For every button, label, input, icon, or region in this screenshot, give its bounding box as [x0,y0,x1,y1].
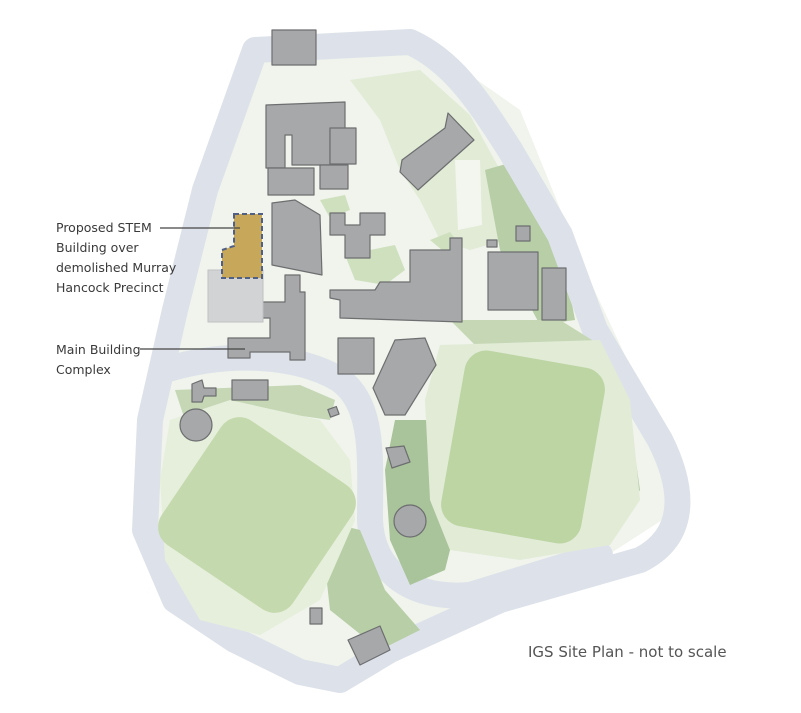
building [347,625,391,666]
stem-label-line: Proposed STEM [56,220,152,235]
building [372,337,437,416]
west-sports-field [158,417,356,613]
building [309,607,323,625]
building [231,379,269,401]
main-building-label-line: Main Building [56,342,141,357]
building [179,408,213,442]
stem-label: Proposed STEM Building over demolished M… [56,218,176,298]
building [515,225,531,242]
building [329,212,386,259]
building [271,199,323,276]
east-sports-field [441,350,605,544]
main-building-label: Main Building Complex [56,340,141,380]
stem-label-line: Building over [56,240,139,255]
proposed-stem-building [221,213,263,279]
building [271,29,317,66]
building [385,445,411,469]
green-patch [320,195,350,218]
demolished-murray-hancock-precinct [207,269,264,323]
building [393,504,427,538]
building [191,379,217,403]
buildings [179,29,567,666]
building [541,267,567,321]
inner-road [152,344,613,609]
map-caption: IGS Site Plan - not to scale [528,643,727,661]
vegetation-band [320,520,420,650]
main-building-label-line: Complex [56,362,111,377]
stem-label-line: demolished Murray [56,260,177,275]
building [327,405,340,418]
building [329,237,463,323]
building [487,251,539,311]
building [486,239,498,248]
building [267,167,315,196]
ring-road [132,29,691,693]
green-patch [455,160,482,230]
stem-label-line: Hancock Precinct [56,280,164,295]
building [399,112,475,191]
building [319,164,349,190]
building [337,337,375,375]
building [329,127,357,165]
